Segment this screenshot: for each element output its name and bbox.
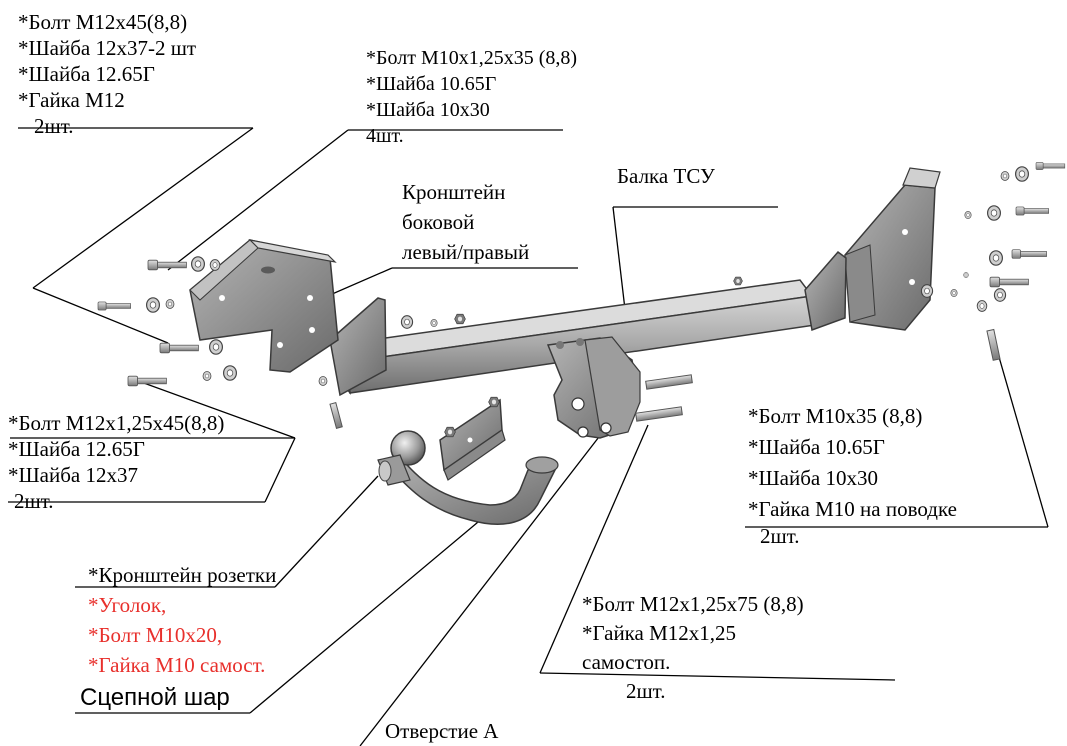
fasteners [97, 161, 1066, 438]
callout-line: Кронштейн [402, 180, 506, 204]
hole-label: Отверстие А [385, 719, 499, 743]
bolt-icon [159, 342, 199, 354]
callout-line: *Шайба 10х30 [366, 99, 490, 121]
washer-icon [190, 256, 206, 272]
callout-red-line: *Уголок, [88, 593, 167, 617]
callout-line: *Шайба 12.65Г [18, 62, 155, 86]
side-bracket-left [189, 239, 339, 373]
callout-left-mid: *Болт М12х1,25х45(8,8) *Шайба 12.65Г *Ша… [8, 410, 224, 514]
callout-qty: 4шт. [366, 125, 404, 147]
washer-icon [430, 319, 438, 327]
callout-qty: 2шт. [626, 679, 666, 703]
callout-line: самостоп. [582, 650, 671, 674]
washer-icon [400, 315, 414, 329]
callout-red-line: *Гайка М10 самост. [88, 653, 266, 677]
washer-icon [1014, 166, 1030, 182]
callout-line: *Болт М12х1,25х75 (8,8) [582, 592, 804, 616]
side-bracket-right [844, 167, 941, 331]
bolt-icon [97, 301, 132, 311]
callout-beam: Балка ТСУ [617, 163, 715, 189]
ball-label: Сцепной шар [80, 684, 230, 711]
callout-red-line: *Болт М10х20, [88, 623, 223, 647]
bolt-icon [1035, 161, 1066, 171]
washer-icon [222, 365, 238, 381]
nut-icon [454, 313, 466, 325]
socket-bracket [439, 398, 506, 481]
bolt-icon [989, 276, 1029, 288]
callout-line: *Болт М12х45(8,8) [18, 10, 188, 34]
callout-bottom-right: *Болт М12х1,25х75 (8,8) *Гайка М12х1,25 … [582, 590, 804, 706]
washer-icon [318, 376, 328, 386]
washer-icon [165, 299, 175, 309]
washer-icon [993, 288, 1007, 302]
bolt-icon [645, 374, 693, 390]
washer-icon [964, 211, 972, 219]
callout-qty: 2шт. [34, 114, 74, 138]
washer-icon [1000, 171, 1010, 181]
washer-icon [920, 284, 934, 298]
bolt-icon [635, 406, 683, 422]
washer-icon [963, 272, 969, 278]
tow-beam [329, 250, 847, 439]
callout-right-mid: *Болт М10х35 (8,8) *Шайба 10.65Г *Шайба … [748, 401, 957, 552]
washer-icon [208, 339, 224, 355]
callout-socket: *Кронштейн розетки *Уголок, *Болт М10х20… [88, 560, 276, 680]
callout-line: *Гайка М12 [18, 88, 125, 112]
callout-line: *Болт М10х35 (8,8) [748, 404, 923, 428]
callout-top-left: *Болт М12х45(8,8) *Шайба 12х37-2 шт *Шай… [18, 9, 196, 139]
washer-icon [950, 289, 958, 297]
callout-ball: Сцепной шар [80, 683, 230, 713]
bolt-icon [1015, 206, 1050, 216]
callout-line: *Гайка М10 на поводке [748, 497, 957, 521]
callout-line: *Шайба 10х30 [748, 466, 878, 490]
washer-icon [988, 250, 1004, 266]
leader-lines [8, 127, 1049, 746]
washer-icon [986, 205, 1002, 221]
callout-line: левый/правый [402, 240, 530, 264]
callout-line: *Шайба 12х37 [8, 463, 138, 487]
washer-icon [145, 297, 161, 313]
callout-line: *Шайба 10.65Г [748, 435, 885, 459]
callout-line: *Шайба 12.65Г [8, 437, 145, 461]
washer-icon [209, 259, 221, 271]
callout-line: *Кронштейн розетки [88, 563, 277, 587]
washer-icon [976, 300, 988, 312]
callout-line: *Шайба 12х37-2 шт [18, 36, 197, 60]
callout-qty: 2шт. [760, 524, 800, 548]
callout-hole: Отверстие А [385, 718, 498, 744]
callout-line: *Гайка М12х1,25 [582, 621, 737, 645]
bolt-icon [1011, 249, 1047, 259]
washer-icon [202, 371, 212, 381]
tow-ball [377, 430, 559, 525]
nut-icon [444, 426, 456, 438]
nut-icon [733, 276, 743, 286]
callout-line: *Болт М12х1,25х45(8,8) [8, 411, 225, 435]
bolt-icon [986, 328, 1001, 361]
callout-qty: 2шт. [14, 489, 54, 513]
callout-line: *Шайба 10.65Г [366, 73, 497, 95]
callout-line: *Болт М10х1,25х35 (8,8) [366, 47, 578, 69]
nut-icon [488, 396, 500, 408]
callout-top-mid: *Болт М10х1,25х35 (8,8) *Шайба 10.65Г *Ш… [366, 45, 577, 149]
bolt-icon [329, 402, 343, 429]
callout-line: боковой [402, 210, 475, 234]
beam-label: Балка ТСУ [617, 164, 715, 188]
bolt-icon [147, 259, 187, 271]
callout-side-bracket: Кронштейн боковой левый/правый [402, 177, 529, 267]
